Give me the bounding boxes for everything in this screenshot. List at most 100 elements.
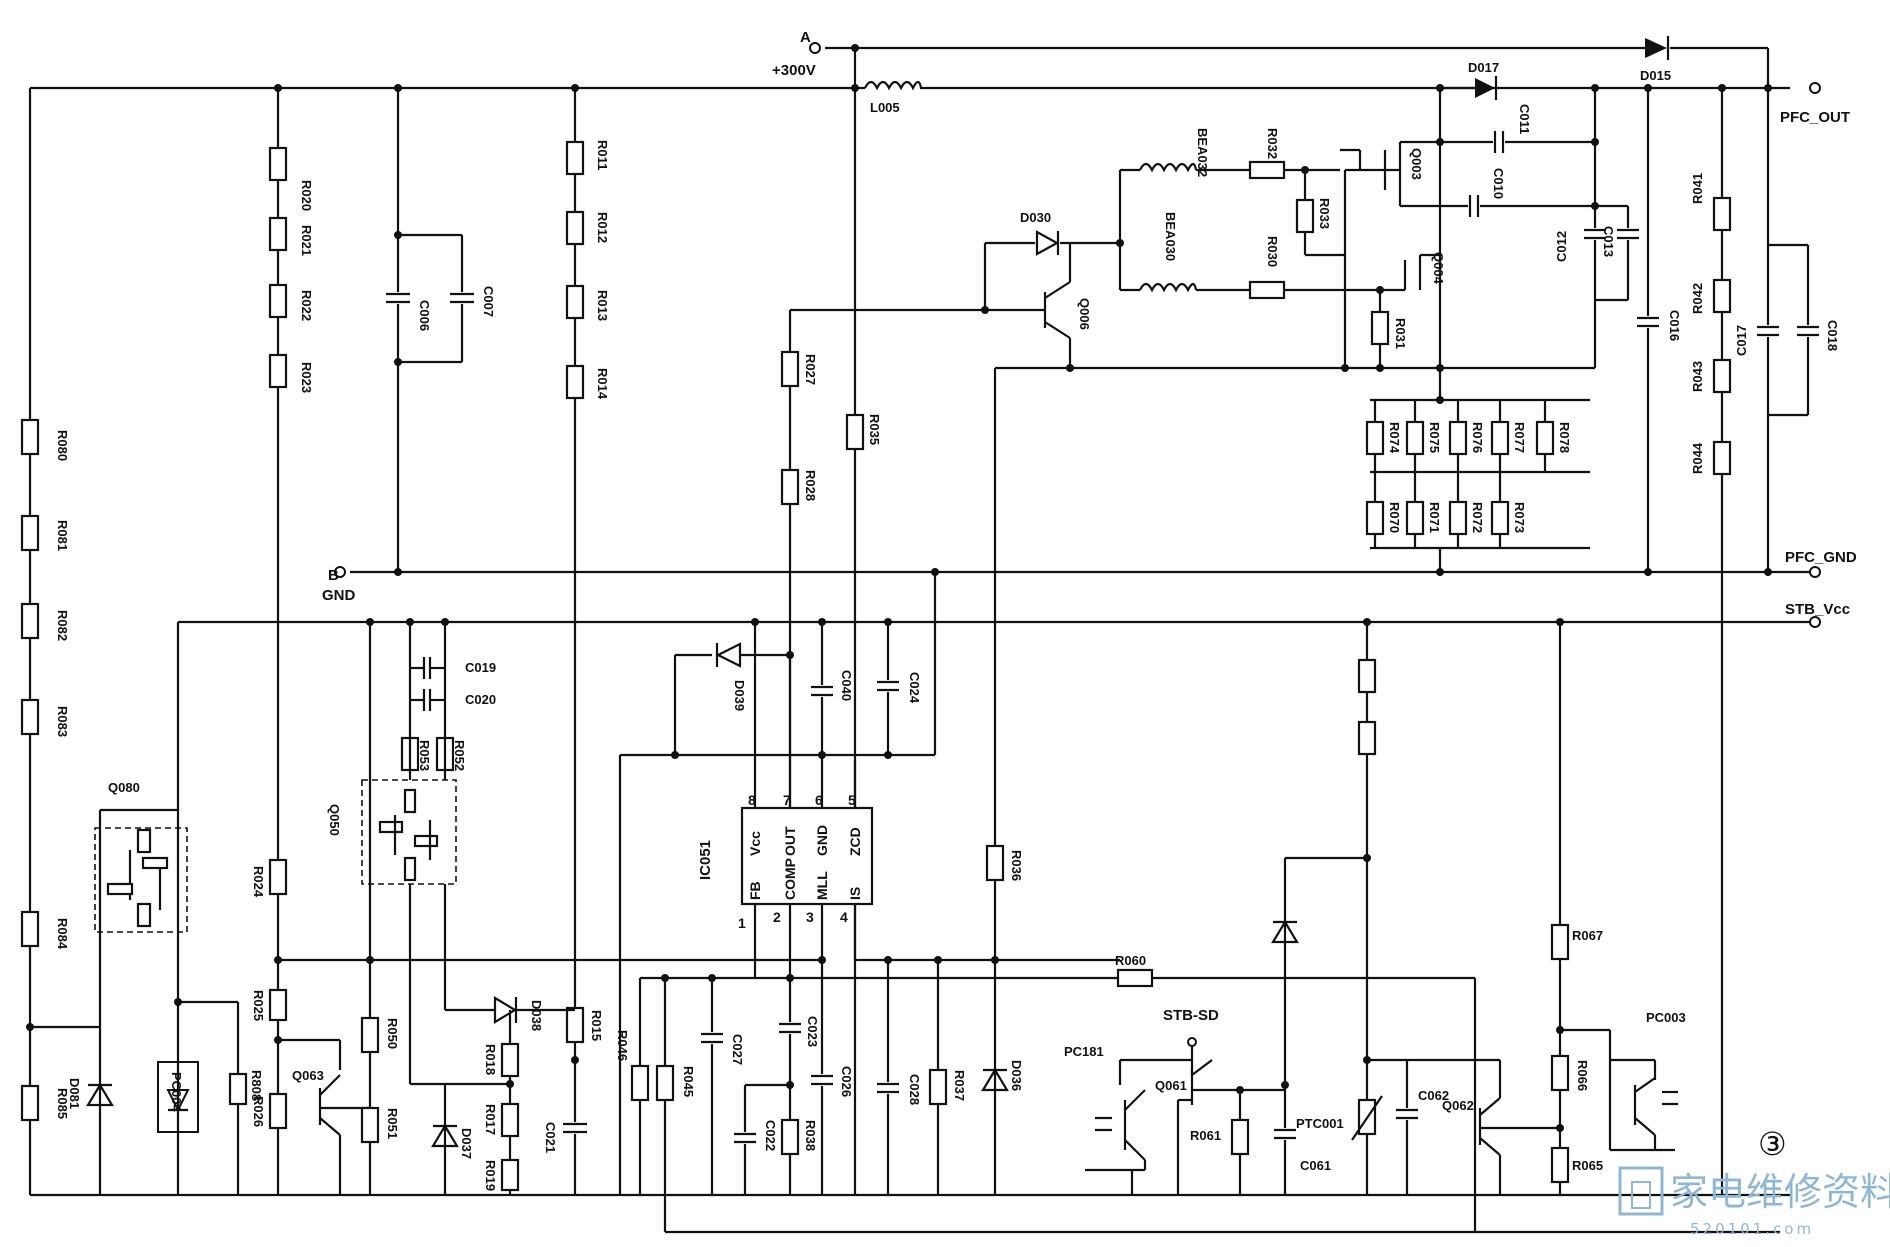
pin7-number: 7 bbox=[783, 792, 791, 808]
wire bbox=[1634, 1117, 1656, 1136]
transistor-q080 bbox=[94, 827, 188, 933]
node bbox=[506, 1080, 514, 1088]
resistor-r073 bbox=[1490, 500, 1510, 536]
net-b-gnd: GND bbox=[322, 587, 356, 604]
label-c028: C028 bbox=[907, 1074, 922, 1105]
resistor-r024 bbox=[268, 858, 288, 896]
resistor-r080 bbox=[20, 418, 40, 456]
resistor-r022 bbox=[268, 283, 288, 319]
label-c012: C012 bbox=[1554, 231, 1569, 262]
resistor-r081 bbox=[20, 514, 40, 552]
label-c022: C022 bbox=[763, 1120, 778, 1151]
resistor-r032 bbox=[1248, 160, 1286, 180]
pin3-name: MLL bbox=[814, 871, 830, 900]
label-q063: Q063 bbox=[292, 1068, 324, 1083]
pin6-name: GND bbox=[814, 825, 830, 856]
label-c020: C020 bbox=[465, 692, 496, 707]
label-r031: R031 bbox=[1393, 318, 1408, 349]
label-r021: R021 bbox=[299, 225, 314, 256]
diode-d081 bbox=[86, 1082, 114, 1107]
label-r046: R046 bbox=[615, 1030, 630, 1061]
label-r015: R015 bbox=[589, 1010, 604, 1041]
resistor-r046 bbox=[630, 1064, 650, 1102]
pin4-number: 4 bbox=[840, 909, 848, 925]
label-r035: R035 bbox=[867, 414, 882, 445]
net-pfc-out: PFC_OUT bbox=[1780, 109, 1850, 126]
label-c007: C007 bbox=[481, 286, 496, 317]
resistor-r015 bbox=[565, 1006, 585, 1044]
label-r045: R045 bbox=[681, 1066, 696, 1097]
node bbox=[818, 956, 826, 964]
resistor-array-upper bbox=[1365, 400, 1555, 472]
label-r052: R052 bbox=[452, 740, 467, 771]
watermark: 家电维修资料网 520101.com bbox=[1618, 1166, 1890, 1238]
diode-unlabeled bbox=[1271, 919, 1299, 944]
label-r082: R082 bbox=[55, 610, 70, 641]
diode-symbol bbox=[166, 1089, 190, 1113]
label-c013: C013 bbox=[1601, 226, 1616, 257]
resistor-r018 bbox=[500, 1042, 520, 1078]
label-c006: C006 bbox=[417, 300, 432, 331]
pin3-number: 3 bbox=[806, 909, 814, 925]
label-d030: D030 bbox=[1020, 210, 1051, 225]
label-r081: R081 bbox=[55, 520, 70, 551]
node bbox=[1281, 1081, 1289, 1089]
label-d015: D015 bbox=[1640, 68, 1671, 83]
label-q061: Q061 bbox=[1155, 1078, 1187, 1093]
label-r030: R030 bbox=[1265, 236, 1280, 267]
label-l005: L005 bbox=[870, 100, 900, 115]
pin5-number: 5 bbox=[848, 792, 856, 808]
wire bbox=[1124, 1089, 1146, 1111]
label-c018: C018 bbox=[1825, 320, 1840, 351]
terminal-pfc-out bbox=[1809, 82, 1821, 94]
node bbox=[571, 1056, 579, 1064]
label-r043: R043 bbox=[1690, 361, 1705, 392]
resistor-r038 bbox=[780, 1118, 800, 1156]
resistor-r013 bbox=[565, 284, 585, 320]
resistor-r082 bbox=[20, 602, 40, 640]
resistor-r045 bbox=[655, 1064, 675, 1102]
pin2-number: 2 bbox=[773, 909, 781, 925]
label-r024: R024 bbox=[251, 866, 266, 898]
wire bbox=[1634, 1077, 1656, 1093]
wire bbox=[319, 1074, 341, 1096]
label-q062: Q062 bbox=[1442, 1098, 1474, 1113]
net-stb-vcc: STB_Vcc bbox=[1785, 601, 1850, 618]
node bbox=[751, 618, 759, 626]
pin1-number: 1 bbox=[738, 915, 746, 931]
label-r027: R027 bbox=[803, 354, 818, 385]
net-stb-sd: STB-SD bbox=[1163, 1007, 1219, 1024]
resistor bbox=[378, 820, 404, 834]
pin1-name: FB bbox=[747, 881, 763, 900]
resistor bbox=[141, 856, 169, 870]
resistor-r061 bbox=[1230, 1118, 1250, 1156]
label-r036: R036 bbox=[1009, 850, 1024, 881]
label-c016: C016 bbox=[1667, 310, 1682, 341]
resistor-r066 bbox=[1550, 1054, 1570, 1092]
label-d038: D038 bbox=[529, 1000, 544, 1031]
resistor-r025 bbox=[268, 988, 288, 1022]
label-r084: R084 bbox=[55, 918, 70, 950]
resistor bbox=[413, 834, 439, 848]
label-r019: R019 bbox=[483, 1160, 498, 1191]
label-c027: C027 bbox=[730, 1034, 745, 1065]
resistor-r035 bbox=[845, 413, 865, 451]
node bbox=[818, 618, 826, 626]
resistor-r043 bbox=[1712, 358, 1732, 394]
label-pc181: PC181 bbox=[1064, 1044, 1104, 1059]
label-r023: R023 bbox=[299, 362, 314, 393]
ic051-label: IC051 bbox=[697, 840, 714, 880]
watermark-text: 家电维修资料网 bbox=[1670, 1170, 1890, 1214]
pin8-number: 8 bbox=[748, 792, 756, 808]
resistor-r042 bbox=[1712, 278, 1732, 314]
label-r075: R075 bbox=[1427, 422, 1442, 453]
label-r074: R074 bbox=[1387, 422, 1402, 454]
node bbox=[851, 44, 859, 52]
resistor bbox=[136, 828, 152, 854]
label-bea032: BEA032 bbox=[1195, 128, 1210, 177]
label-r071: R071 bbox=[1427, 502, 1442, 533]
resistor-array-lower bbox=[1365, 472, 1510, 548]
wire bbox=[319, 1117, 341, 1136]
label-r076: R076 bbox=[1470, 422, 1485, 453]
resistor-r808 bbox=[228, 1072, 248, 1106]
